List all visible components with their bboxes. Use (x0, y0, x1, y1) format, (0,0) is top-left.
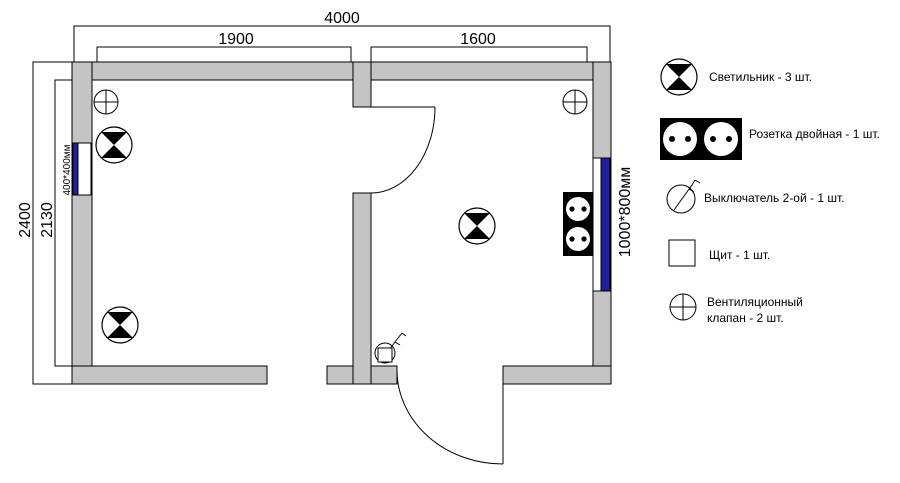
window-right (592, 157, 611, 292)
vent-valve-icon (562, 89, 588, 115)
dim-right-room-width: 1600 (460, 31, 496, 48)
switch-icon (666, 179, 701, 214)
light-fixture-icon (101, 306, 139, 344)
vent-valve-icon (669, 293, 697, 321)
dim-inner-height: 2130 (39, 202, 56, 238)
dim-left-window: 400*400мм (62, 144, 73, 195)
light-fixture-icon (458, 207, 496, 245)
interior-door (370, 106, 436, 194)
double-socket-icon (563, 192, 593, 256)
legend-light-label: Светильник - 3 шт. (709, 70, 812, 84)
electrical-panel-icon (377, 347, 393, 363)
legend-panel-label: Щит - 1 шт. (709, 248, 770, 262)
walls (71, 61, 612, 385)
dim-right-window: 1000*800мм (617, 167, 634, 258)
dim-overall-height: 2400 (17, 202, 34, 238)
legend: Светильник - 3 шт. Розетка двойная - 1 ш… (660, 58, 880, 325)
legend-socket-label: Розетка двойная - 1 шт. (749, 127, 880, 141)
legend-vent-label-line1: Вентиляционный (707, 295, 803, 309)
window-left (72, 142, 92, 196)
light-fixture-icon (660, 58, 698, 96)
dimension-lines (32, 25, 611, 385)
legend-switch-label: Выключатель 2-ой - 1 шт. (704, 191, 844, 205)
entrance-door (396, 369, 504, 465)
dim-overall-width: 4000 (324, 10, 360, 27)
electrical-panel-icon (668, 239, 696, 267)
legend-vent-label-line2: клапан - 2 шт. (707, 311, 784, 325)
light-fixture-icon (95, 126, 133, 164)
double-socket-icon (660, 118, 742, 160)
vent-valve-icon (93, 89, 119, 115)
dim-left-room-width: 1900 (218, 31, 254, 48)
